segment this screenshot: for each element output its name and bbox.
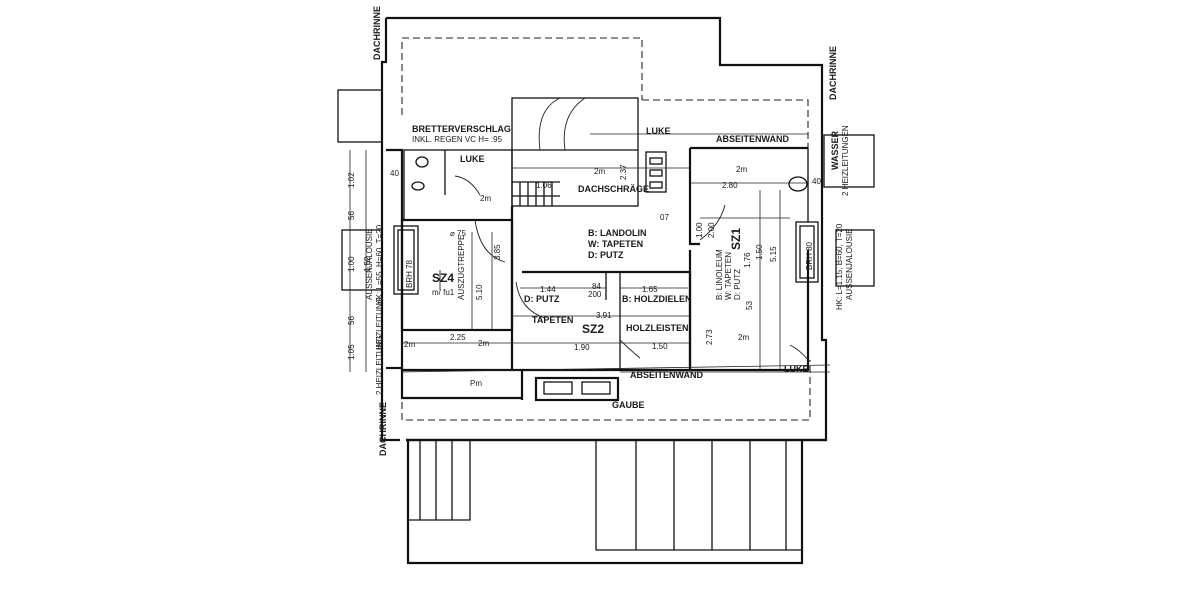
finish-sz1-d: D: PUTZ [733,269,742,300]
dimension-lines [349,133,808,372]
label-abseitenwand-bottom: ABSEITENWAND [630,370,704,380]
dim-40-left: 40 [390,169,399,178]
dim-2-73: 2.73 [705,329,714,345]
dim-56-a: 56 [347,211,356,220]
dim-1-52: 1.52 [363,256,372,272]
dim-pm: Pm [470,379,482,388]
label-aussenjalousie-left: AUSSENJALOUSIE [365,228,374,300]
finish-sz1-w: W: TAPETEN [724,252,733,300]
finish-hall-b: B: LANDOLIN [588,228,647,238]
label-aussenjalousie-right-sub: HK: L=1.15, B=60, T=20 [835,223,844,310]
dim-1-00-mid: 1.00 [695,222,704,238]
label-tapeten: TAPETEN [532,315,573,325]
label-bretterverschlag: BRETTERVERSCHLAG [412,124,511,134]
dim-2m-a: 2m [594,167,605,176]
label-holzleisten: HOLZLEISTEN [626,323,689,333]
dim-1-44: 1.44 [540,285,556,294]
room-brh-right: BRH 80 [805,241,814,270]
room-sz1: SZ1 [729,228,743,250]
label-gaube: GAUBE [612,400,645,410]
label-dachschraege: DACHSCHRÄGE [578,184,649,194]
dim-2m-e: 2m [738,333,749,342]
dim-2-80: 2.80 [722,181,738,190]
dim-3-91: 3.91 [596,311,612,320]
side-projections [337,89,875,291]
dim-1-02: 1.02 [347,172,356,188]
label-heizleitung-left2: 2 HEIZLEITUNG [375,335,384,395]
lower-roof-section [406,440,804,565]
dim-2-00: 2.00 [707,222,716,238]
finish-sz2-d: D: PUTZ [524,294,560,304]
dim-5-10: 5.10 [475,284,484,300]
label-luke-left: LUKE [460,154,485,164]
dim-1-50-r: 1.50 [755,244,764,260]
room-sz4: SZ4 [432,271,454,285]
dim-1-50: 1.50 [652,342,668,351]
label-wasser: WASSER [830,130,840,170]
dim-2-25: 2.25 [450,333,466,342]
dim-5-15: 5.15 [769,246,778,262]
finish-hall-w: W: TAPETEN [588,239,643,249]
dim-200: 200 [588,290,602,299]
label-auszugtreppe: AUSZUGTREPPE [457,235,466,300]
dim-56-b: 56 [347,316,356,325]
dim-84: 84 [592,282,601,291]
plan-labels: DACHRINNE DACHRINNE DACHRINNE BRETTERVER… [365,6,854,456]
label-dachrinne-bottom-left: DACHRINNE [378,402,388,456]
label-aussenjalousie-left-sub: HK: L=55, H=60, T=20 [375,224,384,305]
label-luke-bottom: LUKE [784,364,809,374]
finish-sz2-b: B: HOLZDIELEN [622,294,692,304]
dim-40-right: 40 [812,177,821,186]
room-labels: SZ4 m/ fu1 SZ2 SZ1 BRH 78 BRH 80 [405,228,814,336]
label-heizleitung-left: HEIZLEITUNG [375,297,384,350]
dim-75: ⌀ 75 [450,229,466,238]
dim-53: 53 [745,301,754,310]
room-brh: BRH 78 [405,259,414,288]
door-swings [439,175,809,361]
room-sz4-sub: m/ fu1 [432,288,455,297]
label-heizleitungen-right: 2 HEIZLEITUNGEN [841,125,850,196]
dim-2m-c: 2m [480,194,491,203]
dim-1-90: 1.90 [574,343,590,352]
dim-1-06: 1.06 [536,181,552,190]
label-abseitenwand-top: ABSEITENWAND [716,134,790,144]
dim-2m-d: 2m [478,339,489,348]
dim-2m-f: 2m [404,340,415,349]
dimension-texts: 40 40 ⌀ 75 1.02 56 56 1.00 1.52 1.05 5.1… [347,164,821,388]
dim-1-05: 1.05 [347,344,356,360]
label-dachrinne-top-right: DACHRINNE [828,46,838,100]
label-aussenjalousie-right: AUSSENJALOUSIE [845,228,854,300]
interior-walls [386,97,831,402]
label-dachrinne-top-left: DACHRINNE [372,6,382,60]
dim-1-00-left: 1.00 [347,256,356,272]
dim-07: 07 [660,213,669,222]
finish-notes: B: LANDOLIN W: TAPETEN D: PUTZ D: PUTZ B… [524,228,742,304]
roof-outline [380,16,828,442]
label-luke-top: LUKE [646,126,671,136]
finish-sz1-b: B: LINOLEUM [715,249,724,300]
dim-3-85: 3.85 [493,244,502,260]
dim-1-65: 1.65 [642,285,658,294]
dim-2-37: 2.37 [619,164,628,180]
dim-1-76: 1.76 [743,252,752,268]
room-sz2: SZ2 [582,322,604,336]
finish-hall-d: D: PUTZ [588,250,624,260]
label-bretterverschlag-sub: INKL. REGEN VC H= :95 [412,135,503,144]
dim-2m-b: 2m [736,165,747,174]
